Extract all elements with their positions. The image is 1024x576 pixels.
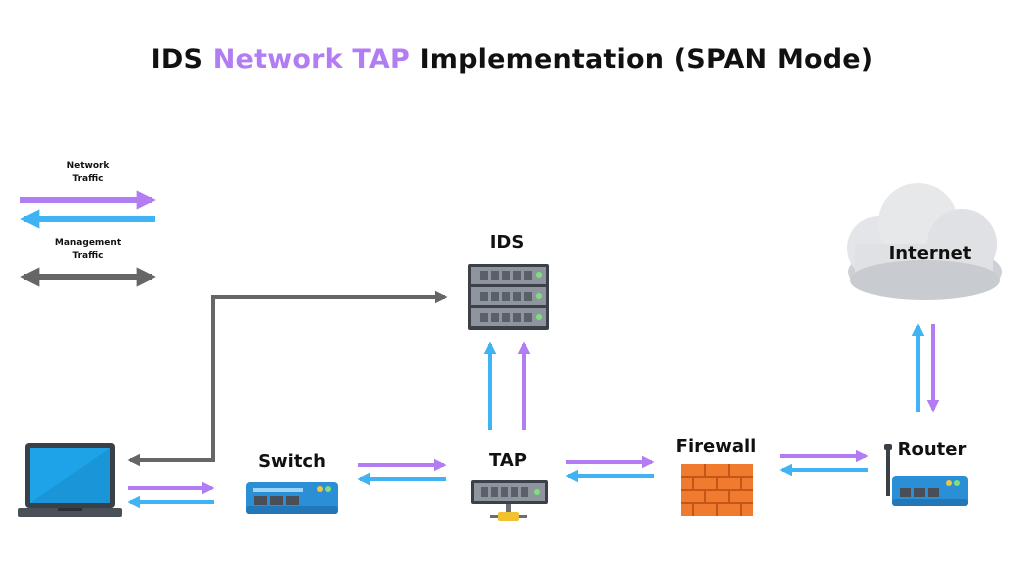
tap-device-icon	[471, 480, 548, 521]
title-prefix: IDS	[150, 44, 204, 75]
switch-label: Switch	[258, 451, 326, 472]
tap-label: TAP	[489, 450, 527, 471]
legend-management-label-2: Traffic	[72, 251, 103, 261]
switch-icon	[246, 482, 338, 514]
management-link	[127, 290, 448, 467]
internet-label: Internet	[889, 243, 972, 264]
legend: Network Traffic Management Traffic	[20, 161, 156, 287]
diagram-title: IDS Network TAP Implementation (SPAN Mod…	[0, 44, 1024, 75]
ids-label: IDS	[490, 232, 525, 253]
legend-management-label-1: Management	[55, 238, 122, 248]
title-suffix: Implementation (SPAN Mode)	[419, 44, 874, 75]
server-rack-icon	[468, 264, 549, 330]
router-icon	[884, 444, 968, 506]
laptop-icon	[18, 443, 122, 517]
router-label: Router	[898, 439, 967, 460]
title-accent: Network TAP	[212, 44, 410, 75]
legend-network-label-1: Network	[67, 161, 111, 171]
cloud-icon	[847, 183, 1002, 300]
firewall-label: Firewall	[676, 436, 757, 457]
legend-network-label-2: Traffic	[72, 174, 103, 184]
brick-wall-icon	[681, 464, 753, 516]
